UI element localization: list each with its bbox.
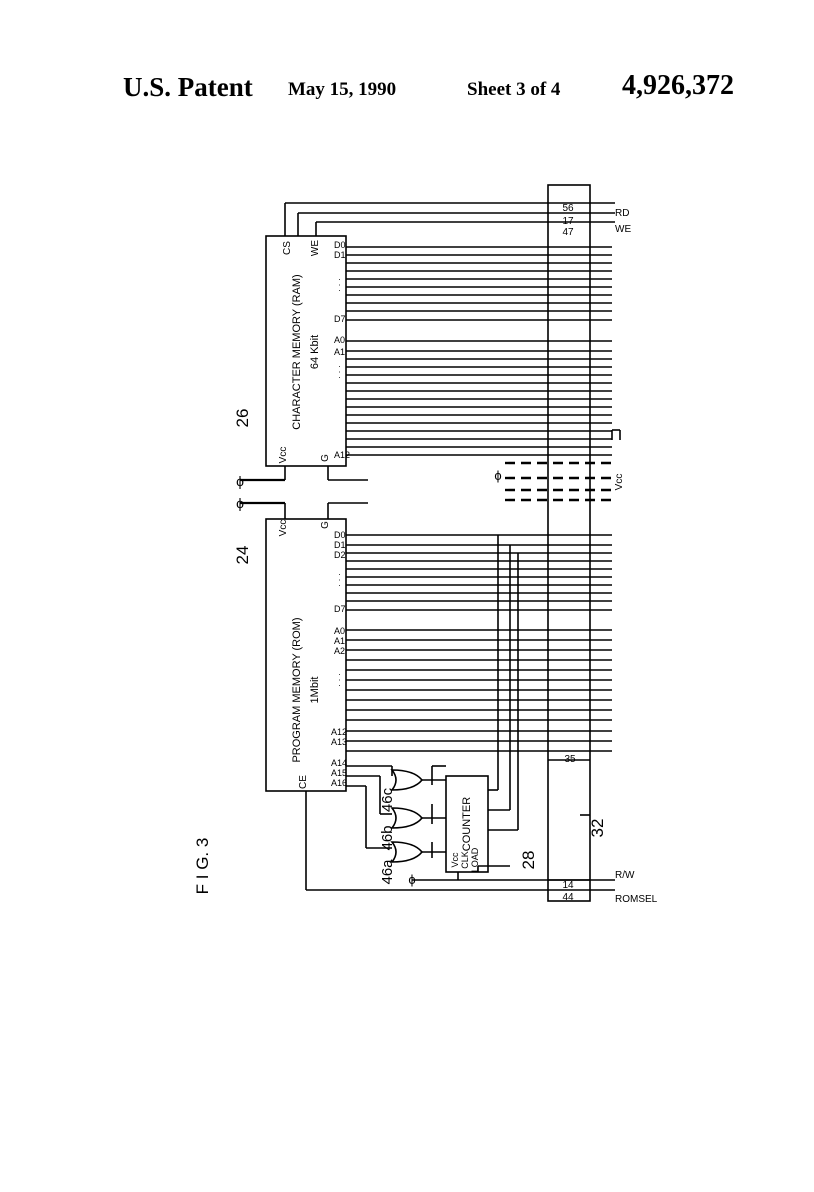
ref-46b: 46b [379, 825, 396, 850]
extra-phi: ϕ [494, 468, 501, 483]
signal-rd: RD [615, 208, 629, 219]
rom-pin-d0: D0 [334, 530, 346, 540]
ram-pin-a1: A1 [334, 347, 345, 357]
pin-47: 47 [562, 227, 574, 238]
ram-data-ellipsis: · · · [334, 278, 344, 292]
ram-pin-d1: D1 [334, 250, 346, 260]
pin-17: 17 [562, 216, 574, 227]
ram-vcc-pin: Vcc [278, 447, 289, 464]
ram-size: 64 Kbit [309, 335, 321, 369]
gate-46a [392, 842, 422, 862]
ram-cs-pin: CS [282, 241, 293, 255]
rom-addr-ellipsis: · · · [334, 673, 344, 687]
pin-44: 44 [562, 892, 574, 903]
ref-32: 32 [588, 819, 607, 838]
signal-we: WE [615, 224, 631, 235]
ram-pin-a0: A0 [334, 335, 345, 345]
ram-pin-d7: D7 [334, 314, 346, 324]
signal-romsel: ROMSEL [615, 894, 658, 905]
pin-14: 14 [562, 880, 574, 891]
connector-32 [548, 185, 590, 901]
rom-vcc-pin: Vcc [278, 520, 289, 537]
counter-title: COUNTER [461, 797, 473, 851]
rom-pin-d7: D7 [334, 604, 346, 614]
ref-24: 24 [233, 546, 252, 565]
ram-pin-a12: A12 [334, 450, 350, 460]
gate-46c [392, 770, 422, 790]
pin-35: 35 [564, 754, 576, 765]
counter-load-pin: LOAD [470, 847, 480, 872]
ram-addr-ellipsis: · · · [334, 365, 344, 379]
rom-title: PROGRAM MEMORY (ROM) [291, 617, 303, 762]
rom-pin-d2: D2 [334, 550, 346, 560]
rom-pin-a13: A13 [331, 737, 347, 747]
pin-56: 56 [562, 203, 574, 214]
gate-46b [392, 808, 422, 828]
rom-phi: ϕ [236, 495, 244, 511]
rom-pin-a12: A12 [331, 727, 347, 737]
ram-g-pin: G [320, 454, 331, 462]
rom-pin-d1: D1 [334, 540, 346, 550]
rom-pin-a14: A14 [331, 758, 347, 768]
ram-pin-d0: D0 [334, 240, 346, 250]
signal-rw: R/W [615, 870, 635, 881]
ref-26: 26 [233, 409, 252, 428]
rom-data-ellipsis: · · · [334, 573, 344, 587]
rom-g-pin: G [320, 521, 331, 529]
connector-vcc: Vcc [614, 474, 625, 491]
rom-pin-a2: A2 [334, 646, 345, 656]
ref-28: 28 [519, 851, 538, 870]
rom-ce-pin: CE [298, 775, 309, 789]
ref-46c: 46c [379, 787, 396, 812]
figure-label: F I G. 3 [193, 838, 212, 895]
counter-vcc-pin: Vcc [450, 852, 460, 868]
ram-title: CHARACTER MEMORY (RAM) [291, 274, 303, 429]
counter-phi: ϕ [408, 872, 415, 887]
rom-pin-a16: A16 [331, 778, 347, 788]
counter-clk-pin: CLK [460, 851, 470, 869]
rom-pin-a1: A1 [334, 636, 345, 646]
rom-pin-a15: A15 [331, 768, 347, 778]
ram-we-pin: WE [310, 240, 321, 256]
ram-phi: ϕ [236, 473, 244, 489]
ref-46a: 46a [379, 859, 396, 885]
rom-pin-a0: A0 [334, 626, 345, 636]
rom-size: 1Mbit [309, 677, 321, 704]
